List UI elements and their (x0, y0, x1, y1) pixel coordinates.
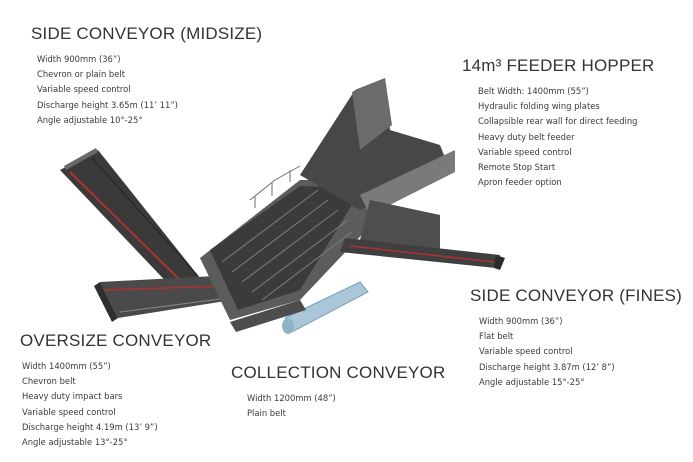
side-conveyor-midsize-title: SIDE CONVEYOR (MIDSIZE) (31, 24, 263, 43)
spec-line: Apron feeder option (478, 177, 562, 188)
spec-line: Angle adjustable 10°-25° (37, 114, 143, 125)
spec-line: Discharge height 4.19m (13’ 9”) (22, 421, 158, 432)
spec-line: Discharge height 3.87m (12’ 8”) (479, 361, 615, 372)
oversize-conveyor-drawing (94, 276, 232, 322)
oversize-conveyor-title: OVERSIZE CONVEYOR (20, 331, 212, 350)
side-conveyor-fines-title: SIDE CONVEYOR (FINES) (470, 286, 683, 305)
feeder-hopper-callout: 14m³ FEEDER HOPPER Belt Width: 1400mm (5… (462, 56, 655, 190)
spec-line: Variable speed control (478, 146, 572, 157)
spec-line: Hydraulic folding wing plates (478, 101, 600, 112)
spec-line: Variable speed control (479, 346, 573, 357)
spec-line: Width 900mm (36”) (37, 54, 121, 64)
spec-line: Collapsible rear wall for direct feeding (478, 116, 638, 127)
side-conveyor-fines-callout: SIDE CONVEYOR (FINES) Width 900mm (36”) … (470, 286, 682, 390)
spec-line: Width 1400mm (55”) (22, 361, 111, 371)
spec-line: Variable speed control (22, 406, 116, 417)
spec-line: Width 1200mm (48”) (247, 393, 336, 403)
screen-box-drawing (200, 165, 390, 320)
spec-line: Remote Stop Start (478, 162, 556, 173)
spec-line: Chevron belt (22, 376, 76, 387)
spec-line: Belt Width: 1400mm (55”) (478, 86, 589, 96)
oversize-conveyor-callout: OVERSIZE CONVEYOR Width 1400mm (55”) Che… (20, 331, 211, 450)
spec-line: Flat belt (479, 331, 514, 342)
collection-conveyor-title: COLLECTION CONVEYOR (231, 363, 446, 382)
spec-line: Heavy duty belt feeder (478, 131, 575, 142)
feeder-hopper-title: 14m³ FEEDER HOPPER (462, 56, 655, 75)
spec-line: Variable speed control (37, 84, 131, 95)
spec-line: Plain belt (247, 408, 286, 419)
feeder-hopper-drawing (300, 78, 455, 250)
spec-line: Heavy duty impact bars (22, 391, 123, 402)
spec-line: Angle adjustable 15°-25° (479, 376, 585, 387)
side-conveyor-midsize-callout: SIDE CONVEYOR (MIDSIZE) Width 900mm (36”… (31, 24, 262, 128)
spec-line: Width 900mm (36”) (479, 316, 563, 326)
tracks-drawing (230, 281, 369, 334)
collection-conveyor-callout: COLLECTION CONVEYOR Width 1200mm (48”) P… (231, 363, 445, 421)
side-conveyor-midsize-drawing (60, 148, 200, 292)
spec-line: Discharge height 3.65m (11’ 11”) (37, 99, 178, 110)
side-conveyor-fines-drawing (340, 238, 505, 270)
spec-line: Angle adjustable 13°-25° (22, 437, 128, 448)
spec-line: Chevron or plain belt (37, 69, 125, 80)
